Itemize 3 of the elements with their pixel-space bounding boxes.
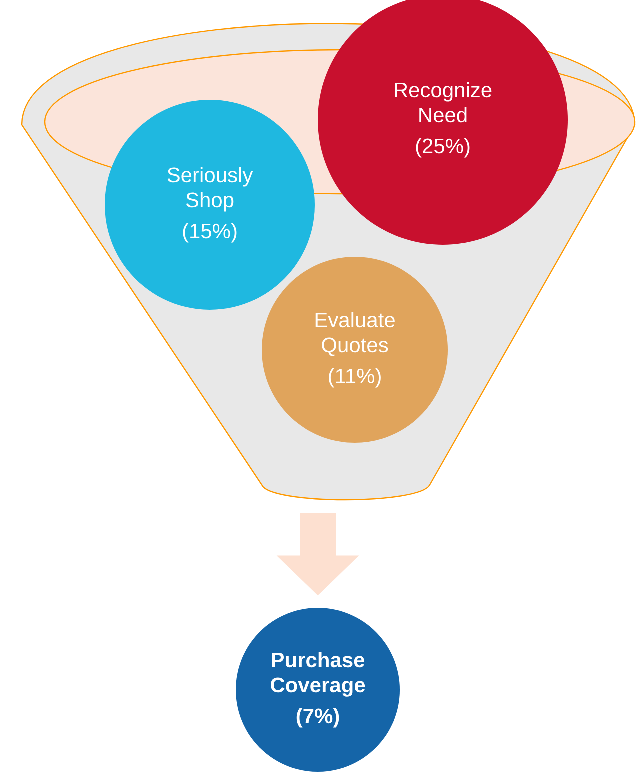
circle-node: Seriously Shop (15%) (105, 100, 315, 310)
circle-node: Purchase Coverage (7%) (236, 608, 400, 772)
circle-node: Evaluate Quotes (11%) (262, 257, 448, 443)
